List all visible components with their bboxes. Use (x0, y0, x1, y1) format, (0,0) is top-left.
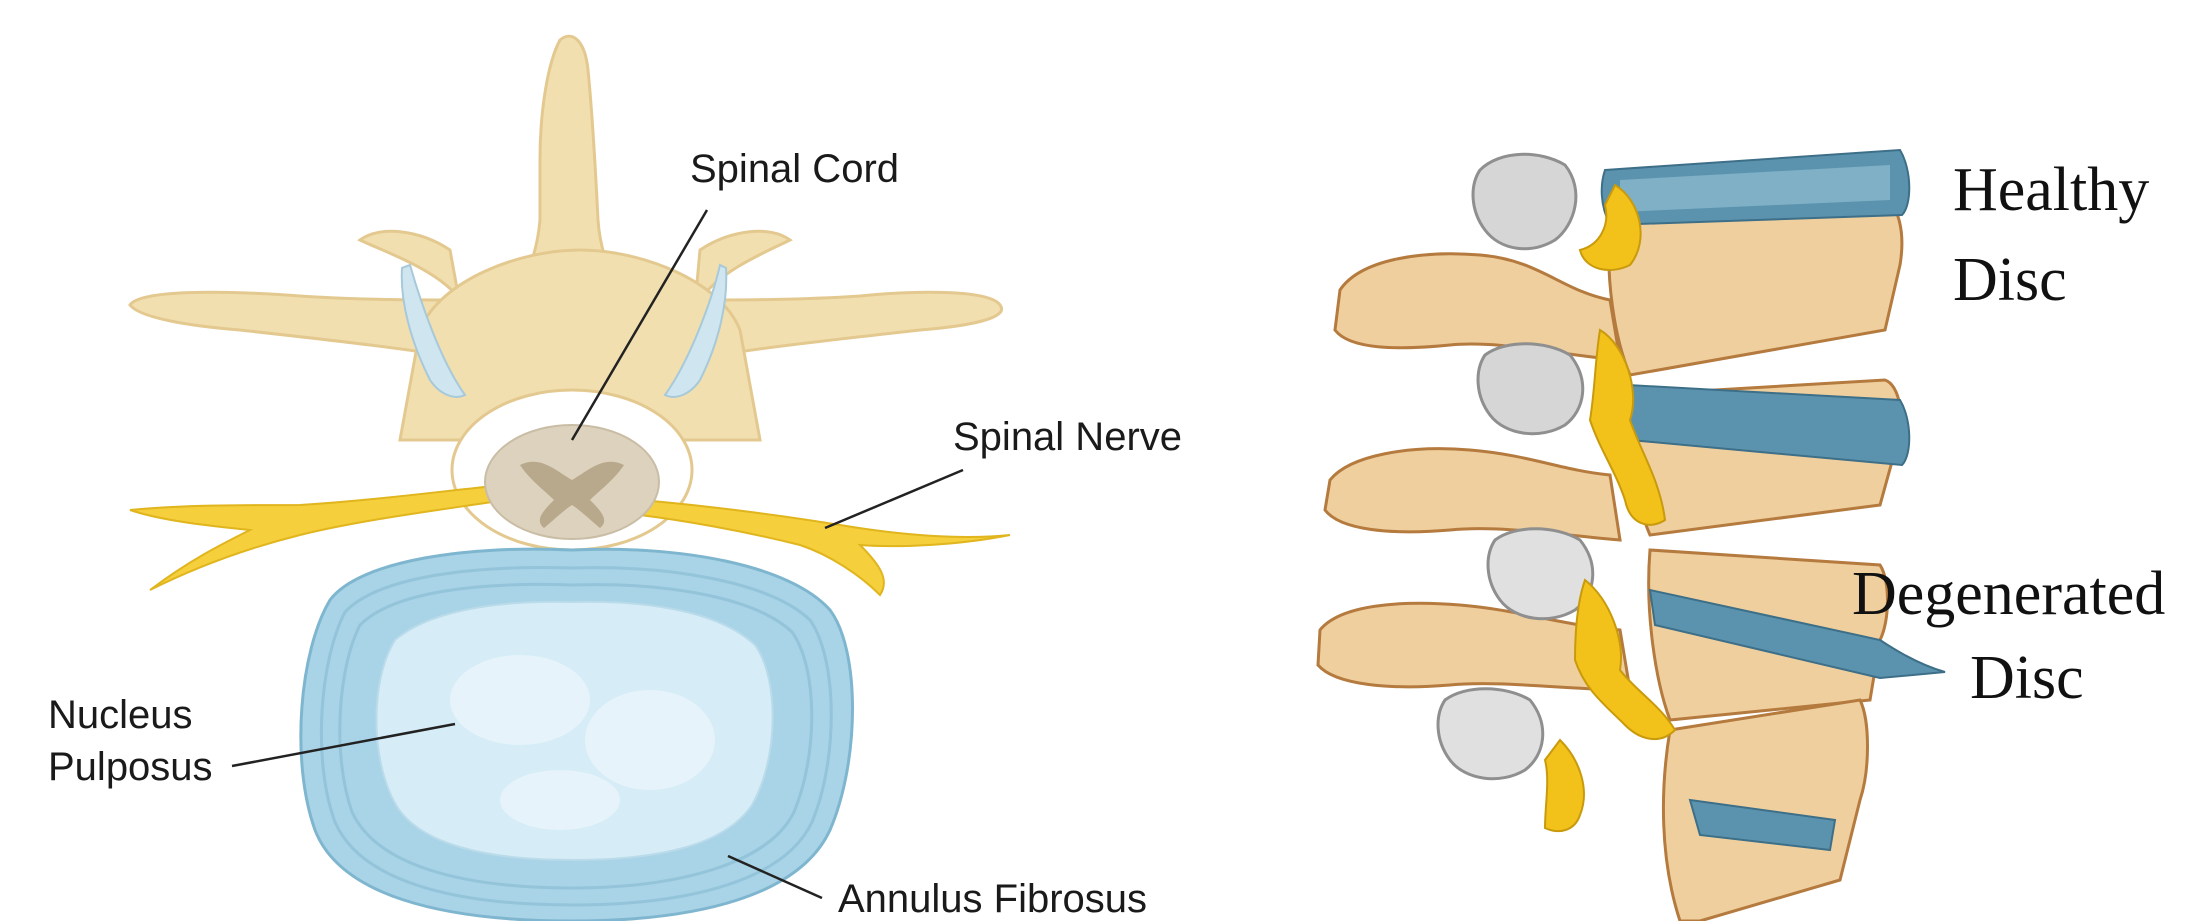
label-nucleus-line2: Pulposus (48, 745, 213, 789)
vertebra-axial-view: Spinal Cord Spinal Nerve Nucleus Pulposu… (48, 36, 1182, 921)
facet-joint-2 (1478, 344, 1583, 434)
nerve-root-4 (1545, 740, 1584, 831)
nucleus-highlight (500, 770, 620, 830)
label-degenerated-line2: Disc (1970, 644, 2084, 712)
label-spinal-nerve: Spinal Nerve (953, 415, 1182, 459)
label-healthy-line1: Healthy (1953, 156, 2149, 224)
spinal-nerve-leader (825, 470, 963, 528)
label-spinal-cord: Spinal Cord (690, 147, 899, 191)
nucleus-highlight (585, 690, 715, 790)
posterior-process-2 (1325, 449, 1620, 540)
label-nucleus-line1: Nucleus (48, 693, 193, 737)
posterior-process-1 (1335, 254, 1620, 360)
facet-joint-3 (1488, 529, 1593, 619)
vertebral-body-1 (1609, 200, 1902, 375)
spine-lateral-view: Healthy Disc Degenerated Disc (1318, 150, 2165, 921)
nucleus-highlight (450, 655, 590, 745)
label-degenerated-line1: Degenerated (1852, 560, 2165, 628)
facet-joint-1 (1473, 154, 1576, 248)
label-healthy-line2: Disc (1953, 246, 2067, 314)
facet-joint-4 (1438, 689, 1543, 779)
label-annulus-fibrosus: Annulus Fibrosus (838, 877, 1147, 921)
